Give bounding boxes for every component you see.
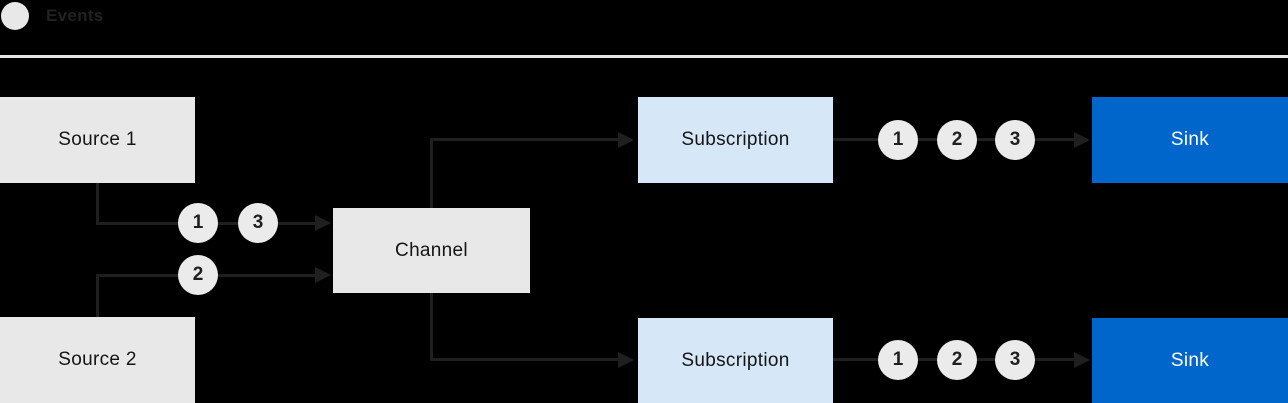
event-marker: 3: [995, 340, 1035, 380]
arrowhead-subscription1-sink1-icon: [1074, 132, 1090, 148]
event-marker: 3: [238, 203, 278, 243]
node-subscription-1: Subscription: [638, 97, 833, 183]
event-marker: 3: [995, 120, 1035, 160]
node-sink-1: Sink: [1092, 97, 1288, 183]
node-channel-label: Channel: [395, 239, 468, 261]
connector-channel-up: [430, 139, 433, 208]
node-source-1: Source 1: [0, 97, 195, 183]
connector-source2-up: [96, 276, 99, 317]
connector-source1-down: [96, 183, 99, 224]
arrowhead-channel-subscription2-icon: [618, 352, 634, 368]
arrowhead-source2-channel-icon: [315, 267, 331, 283]
connector-channel-to-subscription1: [430, 138, 618, 141]
event-marker: 2: [178, 255, 218, 295]
arrowhead-channel-subscription1-icon: [618, 132, 634, 148]
legend: Events: [1, 2, 104, 30]
event-marker: 2: [937, 120, 977, 160]
node-channel: Channel: [333, 208, 530, 293]
event-circle-icon: [1, 2, 29, 30]
node-sink-2-label: Sink: [1170, 349, 1210, 371]
node-source-2: Source 2: [0, 317, 195, 403]
node-subscription-1-label: Subscription: [681, 129, 790, 150]
event-marker: 2: [937, 340, 977, 380]
connector-channel-down: [430, 293, 433, 361]
node-subscription-2: Subscription: [638, 318, 833, 403]
legend-divider: [0, 55, 1288, 58]
node-source-2-label: Source 2: [58, 349, 137, 370]
event-marker: 1: [878, 120, 918, 160]
node-source-1-label: Source 1: [58, 129, 137, 150]
connector-channel-to-subscription2: [430, 358, 618, 361]
event-marker: 1: [178, 203, 218, 243]
arrowhead-subscription2-sink2-icon: [1074, 352, 1090, 368]
legend-label: Events: [46, 6, 104, 25]
node-sink-1-label: Sink: [1170, 129, 1210, 150]
arrowhead-source1-channel-icon: [315, 215, 331, 231]
node-subscription-2-label: Subscription: [681, 349, 790, 371]
node-sink-2: Sink: [1092, 318, 1288, 403]
event-marker: 1: [878, 340, 918, 380]
